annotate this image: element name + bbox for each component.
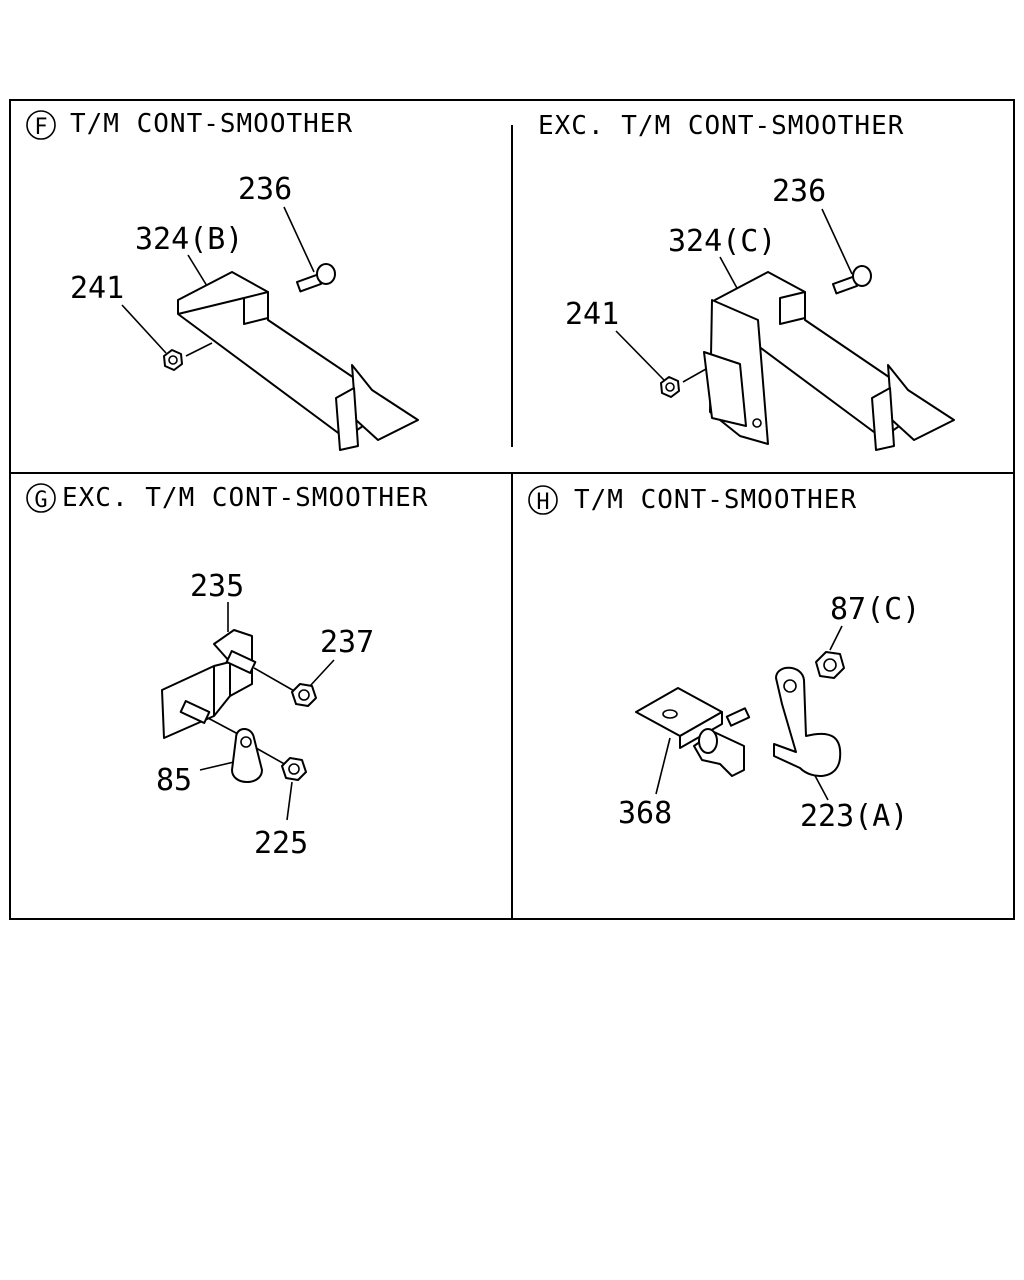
panel-g-part-235: 235 <box>190 569 244 604</box>
nut-87c-drawing <box>815 651 845 679</box>
clamp-223a-drawing <box>773 666 842 778</box>
clip-85-drawing <box>231 728 289 783</box>
panel-h-part-368: 368 <box>618 796 672 831</box>
stud-drawings <box>179 650 297 735</box>
panel-f-marker-circle <box>26 110 56 140</box>
panel-g-part-225: 225 <box>254 826 308 861</box>
bracket-324c-drawing <box>703 271 955 451</box>
leader-line <box>283 206 315 273</box>
panel-f-alt-title: EXC. T/M CONT-SMOOTHER <box>538 111 904 141</box>
panel-g-marker-circle <box>26 483 56 513</box>
panel-h-part-87c: 87(C) <box>830 592 920 627</box>
nut-241-alt-drawing <box>660 368 707 398</box>
leader-line <box>187 254 208 287</box>
panel-f-part-324b: 324(B) <box>135 222 243 257</box>
leader-line <box>309 659 335 687</box>
leader-line <box>121 304 167 354</box>
panel-h-marker: H <box>536 490 549 515</box>
panel-g: G EXC. T/M CONT-SMOOTHER 235 237 85 225 <box>26 483 428 861</box>
panel-f-alt-part-241: 241 <box>565 297 619 332</box>
leader-line <box>821 208 853 275</box>
leader-line <box>719 256 739 291</box>
bolt-236-drawing <box>295 263 336 293</box>
panel-g-part-85: 85 <box>156 763 192 798</box>
panel-f: F T/M CONT-SMOOTHER 236 324(B) 241 <box>26 109 419 451</box>
panel-f-alt-part-236: 236 <box>772 174 826 209</box>
panel-g-title: EXC. T/M CONT-SMOOTHER <box>62 483 428 513</box>
panel-f-part-236: 236 <box>238 172 292 207</box>
panel-h-marker-circle <box>528 485 558 515</box>
nut-237-drawing <box>291 683 317 707</box>
bracket-324b-drawing <box>177 271 419 451</box>
leader-line <box>829 625 843 651</box>
panel-h-title: T/M CONT-SMOOTHER <box>574 485 857 515</box>
panel-f-alt-part-324c: 324(C) <box>668 224 776 259</box>
panel-g-part-237: 237 <box>320 625 374 660</box>
panel-h: H T/M CONT-SMOOTHER 87(C) 368 223(A) <box>528 485 920 834</box>
panel-f-marker: F <box>34 115 47 140</box>
bracket-368-drawing <box>635 687 751 777</box>
bracket-235-drawing <box>161 629 253 739</box>
nut-225-drawing <box>281 757 307 781</box>
panel-f-title: T/M CONT-SMOOTHER <box>70 109 353 139</box>
leader-line <box>615 330 665 381</box>
panel-g-marker: G <box>34 488 47 513</box>
leader-line <box>199 761 235 771</box>
bolt-236-alt-drawing <box>831 265 872 295</box>
panel-h-part-223a: 223(A) <box>800 799 908 834</box>
nut-241-drawing <box>163 342 213 371</box>
panel-f-alt: EXC. T/M CONT-SMOOTHER 236 324(C) 241 <box>538 111 955 451</box>
panel-f-part-241: 241 <box>70 271 124 306</box>
leader-line <box>655 737 671 795</box>
leader-line <box>286 781 293 821</box>
